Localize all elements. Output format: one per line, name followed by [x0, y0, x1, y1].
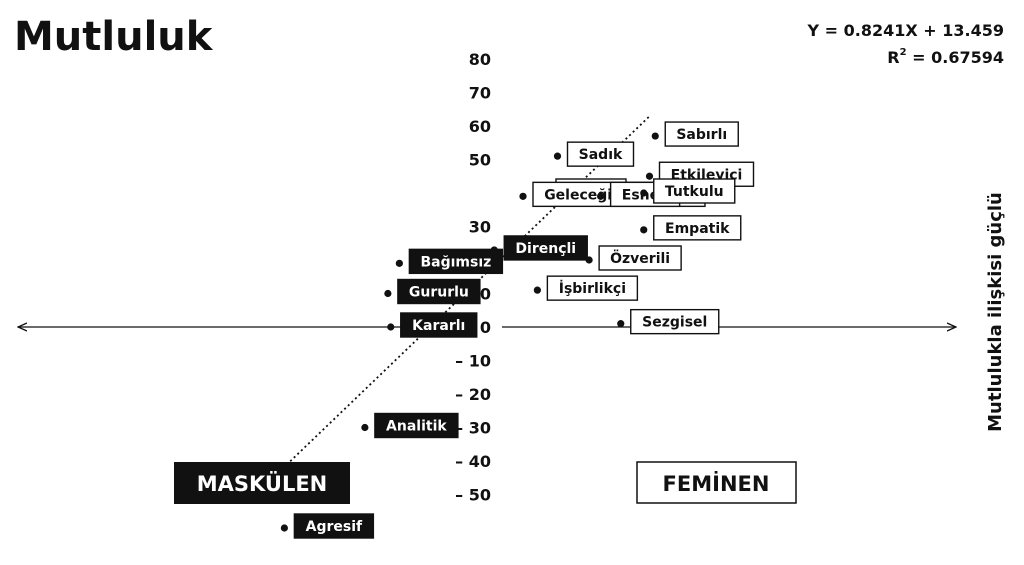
data-points: SadıkSabırlıMakulEtkileyiciGeleceği Plan… [280, 121, 755, 539]
point-label-box [566, 141, 635, 167]
point-label-box [546, 275, 639, 301]
point-label: Dirençli [515, 241, 576, 257]
point-label-box [374, 412, 459, 439]
point-marker [384, 289, 392, 298]
point-marker [533, 286, 541, 294]
point-label: Sezgisel [642, 315, 707, 331]
data-point: Özverili [585, 245, 682, 271]
y-tick-label: – 30 [455, 419, 491, 438]
y-tick-label: 80 [469, 50, 491, 69]
point-label: İşbirlikçi [559, 280, 626, 297]
point-label-box [653, 178, 736, 204]
y-tick-label: – 40 [455, 452, 491, 471]
point-marker [553, 152, 562, 160]
point-marker [395, 259, 403, 267]
point-label: Gururlu [409, 285, 469, 301]
y-tick-label: 0 [480, 318, 491, 337]
point-label-box [293, 513, 375, 539]
point-label: Kararlı [412, 318, 465, 334]
y-tick-label: 60 [469, 117, 491, 136]
point-marker [387, 323, 395, 331]
point-label: Bağımsız [420, 254, 491, 270]
point-label-box [408, 248, 504, 275]
data-point: Analitik [361, 412, 459, 439]
regression-equation: Y = 0.8241X + 13.459 [807, 21, 1005, 40]
point-marker [617, 320, 625, 328]
r-squared-value: = 0.67594 [907, 48, 1004, 67]
y-tick-labels: 8070605030100– 10– 20– 30– 40– 50 [455, 50, 491, 505]
point-marker [585, 256, 593, 264]
point-label: Özverili [610, 249, 670, 267]
point-marker [597, 192, 605, 200]
point-marker [651, 132, 659, 140]
data-point: Tutkulu [640, 178, 736, 204]
masculine-label: MASKÜLEN [174, 462, 350, 504]
point-label: Tutkulu [665, 184, 724, 200]
data-point: Sabırlı [651, 121, 739, 147]
point-label: Empatik [665, 221, 730, 237]
point-label-box [598, 245, 682, 271]
r-squared-superscript: 2 [900, 47, 907, 58]
point-label: Agresif [306, 519, 363, 535]
data-point: Kararlı [387, 312, 478, 338]
point-label: Analitik [386, 419, 447, 435]
point-label-box [503, 235, 588, 261]
point-marker [519, 192, 527, 200]
point-label-box [664, 121, 739, 147]
y-tick-label: 30 [469, 218, 491, 237]
data-point: Sezgisel [617, 308, 720, 335]
y-tick-label: 70 [469, 84, 491, 103]
data-point: Sadık [553, 141, 635, 167]
y-tick-label: – 20 [455, 385, 491, 404]
point-marker [361, 423, 369, 432]
y-axis-title: Mutlulukla ilişkisi güçlü [985, 192, 1006, 432]
y-tick-label: 50 [469, 151, 491, 170]
y-tick-label: – 10 [455, 352, 491, 371]
point-label-box [397, 278, 481, 305]
data-point: İşbirlikçi [533, 275, 639, 301]
point-marker [280, 524, 288, 532]
data-point: Agresif [280, 513, 375, 539]
y-tick-label: – 50 [455, 486, 491, 505]
point-label-box [653, 215, 742, 241]
data-point: Bağımsız [395, 248, 504, 275]
r-squared-symbol: R [887, 48, 899, 67]
point-marker [645, 172, 654, 180]
point-marker [640, 226, 648, 234]
point-label: Sadık [579, 147, 623, 163]
masculine-label-text: MASKÜLEN [197, 471, 328, 496]
point-label-box [400, 312, 478, 338]
point-label-box [630, 308, 720, 335]
r-squared: R2 = 0.67594 [887, 47, 1004, 67]
point-label: Sabırlı [676, 127, 727, 143]
data-point: Dirençli [490, 235, 588, 261]
chart-title: Mutluluk [14, 14, 214, 60]
feminine-label: FEMİNEN [636, 461, 797, 504]
data-point: Gururlu [384, 278, 481, 305]
data-point: Empatik [640, 215, 742, 241]
feminine-label-text: FEMİNEN [663, 471, 770, 496]
point-marker [640, 189, 648, 197]
